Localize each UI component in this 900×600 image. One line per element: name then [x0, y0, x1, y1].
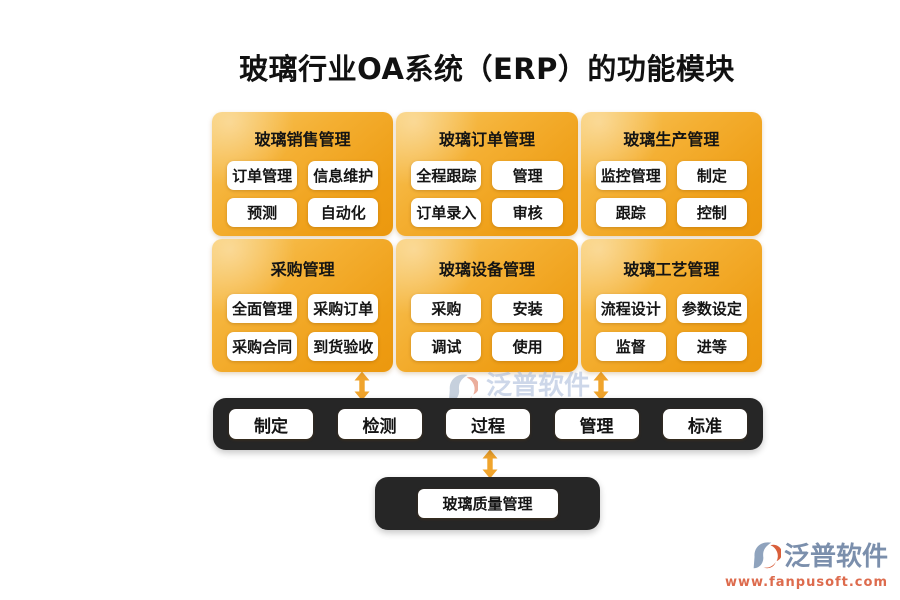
module-card-orders: 玻璃订单管理 全程跟踪 管理 订单录入 审核 [396, 112, 578, 236]
module-item-chip: 流程设计 [595, 294, 666, 323]
module-item-chip: 全程跟踪 [411, 161, 482, 190]
quality-management-chip: 玻璃质量管理 [417, 489, 558, 518]
module-item-chip: 使用 [492, 332, 563, 361]
module-item-chip: 订单管理 [227, 161, 298, 190]
module-title: 玻璃生产管理 [623, 130, 720, 149]
double-arrow-icon [481, 449, 499, 479]
module-item-chip: 审核 [492, 198, 563, 227]
module-card-process-craft: 玻璃工艺管理 流程设计 参数设定 监督 进等 [580, 239, 762, 372]
module-item-chip: 采购合同 [227, 332, 298, 361]
process-step-chip: 管理 [554, 409, 639, 439]
module-item-chip: 全面管理 [227, 294, 298, 323]
module-item-chip: 安装 [492, 294, 563, 323]
module-item-chip: 监控管理 [595, 161, 666, 190]
module-title: 玻璃订单管理 [438, 130, 535, 149]
brand-name: 泛普软件 [783, 542, 888, 572]
double-arrow-icon [353, 371, 371, 401]
module-card-purchasing: 采购管理 全面管理 采购订单 采购合同 到货验收 [212, 239, 394, 372]
module-title: 玻璃设备管理 [438, 260, 535, 279]
module-title: 玻璃工艺管理 [623, 260, 720, 279]
watermark-text: 泛普软件 [486, 371, 591, 401]
module-items: 订单管理 信息维护 预测 自动化 [212, 150, 393, 227]
module-title: 玻璃销售管理 [254, 130, 351, 149]
module-item-chip: 自动化 [308, 198, 379, 227]
module-items: 流程设计 参数设定 监督 进等 [581, 280, 762, 361]
module-item-chip: 采购订单 [308, 294, 379, 323]
process-step-chip: 制定 [229, 409, 313, 439]
module-grid: 玻璃销售管理 订单管理 信息维护 预测 自动化 玻璃订单管理 全程跟踪 管理 订… [212, 112, 762, 372]
module-item-chip: 进等 [676, 332, 747, 361]
quality-process-bar: 制定 检测 过程 管理 标准 [213, 398, 763, 450]
process-step-chip: 检测 [337, 409, 422, 439]
module-card-sales: 玻璃销售管理 订单管理 信息维护 预测 自动化 [212, 112, 394, 236]
module-item-chip: 到货验收 [308, 332, 379, 361]
module-title: 采购管理 [270, 260, 335, 279]
module-items: 全面管理 采购订单 采购合同 到货验收 [212, 280, 393, 361]
module-item-chip: 订单录入 [411, 198, 482, 227]
module-item-chip: 控制 [676, 198, 747, 227]
module-items: 监控管理 制定 跟踪 控制 [581, 150, 762, 227]
brand-watermark: 泛普软件 www.fanpusoft.com [725, 539, 888, 590]
module-item-chip: 参数设定 [676, 294, 747, 323]
module-items: 全程跟踪 管理 订单录入 审核 [396, 150, 577, 227]
module-item-chip: 调试 [411, 332, 482, 361]
process-step-chip: 标准 [663, 409, 747, 439]
brand-url: www.fanpusoft.com [724, 575, 888, 590]
module-item-chip: 制定 [676, 161, 747, 190]
double-arrow-icon [592, 371, 610, 401]
module-card-equipment: 玻璃设备管理 采购 安装 调试 使用 [396, 239, 578, 372]
fanpu-logo-icon [751, 539, 783, 575]
page-title: 玻璃行业OA系统（ERP）的功能模块 [239, 52, 735, 86]
quality-management-box: 玻璃质量管理 [375, 477, 600, 530]
module-item-chip: 监督 [595, 332, 666, 361]
module-items: 采购 安装 调试 使用 [396, 280, 577, 361]
module-item-chip: 预测 [227, 198, 298, 227]
module-item-chip: 信息维护 [308, 161, 379, 190]
module-item-chip: 跟踪 [595, 198, 666, 227]
module-card-production: 玻璃生产管理 监控管理 制定 跟踪 控制 [580, 112, 762, 236]
module-item-chip: 管理 [492, 161, 563, 190]
process-step-chip: 过程 [446, 409, 530, 439]
module-item-chip: 采购 [411, 294, 482, 323]
center-watermark: 泛普软件 [446, 371, 590, 409]
